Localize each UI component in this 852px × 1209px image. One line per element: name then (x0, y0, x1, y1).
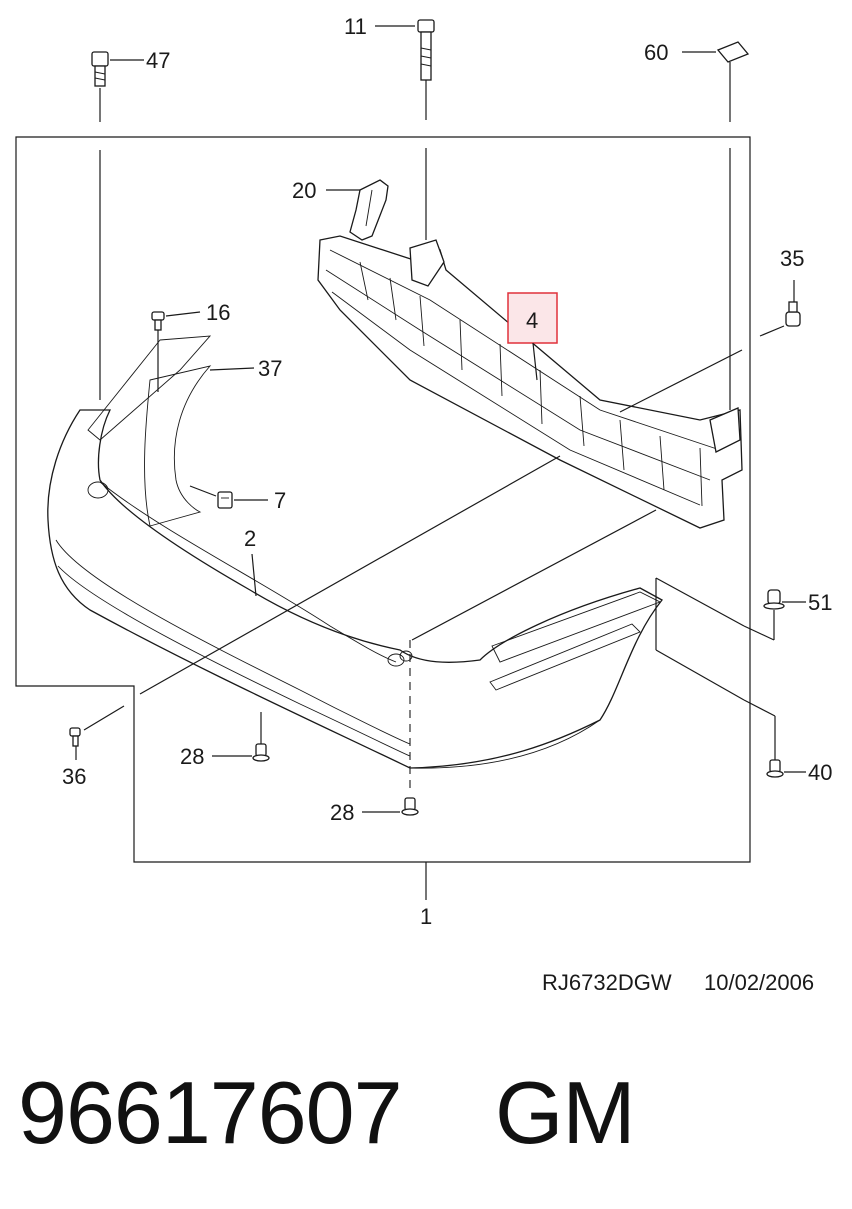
callout-28-upper: 28 (180, 744, 204, 769)
callout-60: 60 (644, 40, 668, 65)
clip-51-icon (763, 589, 785, 610)
fastener-35-icon (785, 301, 801, 327)
clip-7-icon (217, 491, 233, 509)
bolt-47-icon (91, 51, 109, 87)
callout-20: 20 (292, 178, 316, 203)
brand-label: GM (494, 1063, 636, 1162)
screw-36-icon (69, 727, 81, 747)
part-number-line: 96617607 GM (18, 1062, 838, 1162)
reinforcement-beam (317, 235, 743, 529)
screw-16-icon (151, 311, 165, 331)
clip-40-icon (766, 759, 784, 778)
callout-16: 16 (206, 300, 230, 325)
callout-1: 1 (420, 904, 432, 929)
callout-47: 47 (146, 48, 170, 73)
clip-28-upper-icon (252, 743, 270, 762)
pad-60-icon (716, 41, 750, 63)
callout-11: 11 (344, 14, 367, 39)
callout-7: 7 (274, 488, 286, 513)
callout-36: 36 (62, 764, 86, 789)
drawing-reference: RJ6732DGW (542, 970, 672, 995)
callout-40: 40 (808, 760, 832, 785)
part-number: 96617607 (18, 1063, 403, 1162)
highlight-box-4 (507, 292, 558, 344)
callout-2: 2 (244, 526, 256, 551)
drawing-date: 10/02/2006 (704, 970, 814, 995)
callout-4: 4 (526, 308, 538, 333)
callout-35: 35 (780, 246, 804, 271)
callout-37: 37 (258, 356, 282, 381)
bumper-fascia (47, 335, 663, 769)
callout-51: 51 (808, 590, 832, 615)
assembly-frame (15, 136, 751, 863)
clip-28-lower-icon (401, 797, 419, 816)
bolt-11-icon (417, 19, 435, 81)
callout-28-lower: 28 (330, 800, 354, 825)
bracket-20-icon (349, 179, 389, 241)
